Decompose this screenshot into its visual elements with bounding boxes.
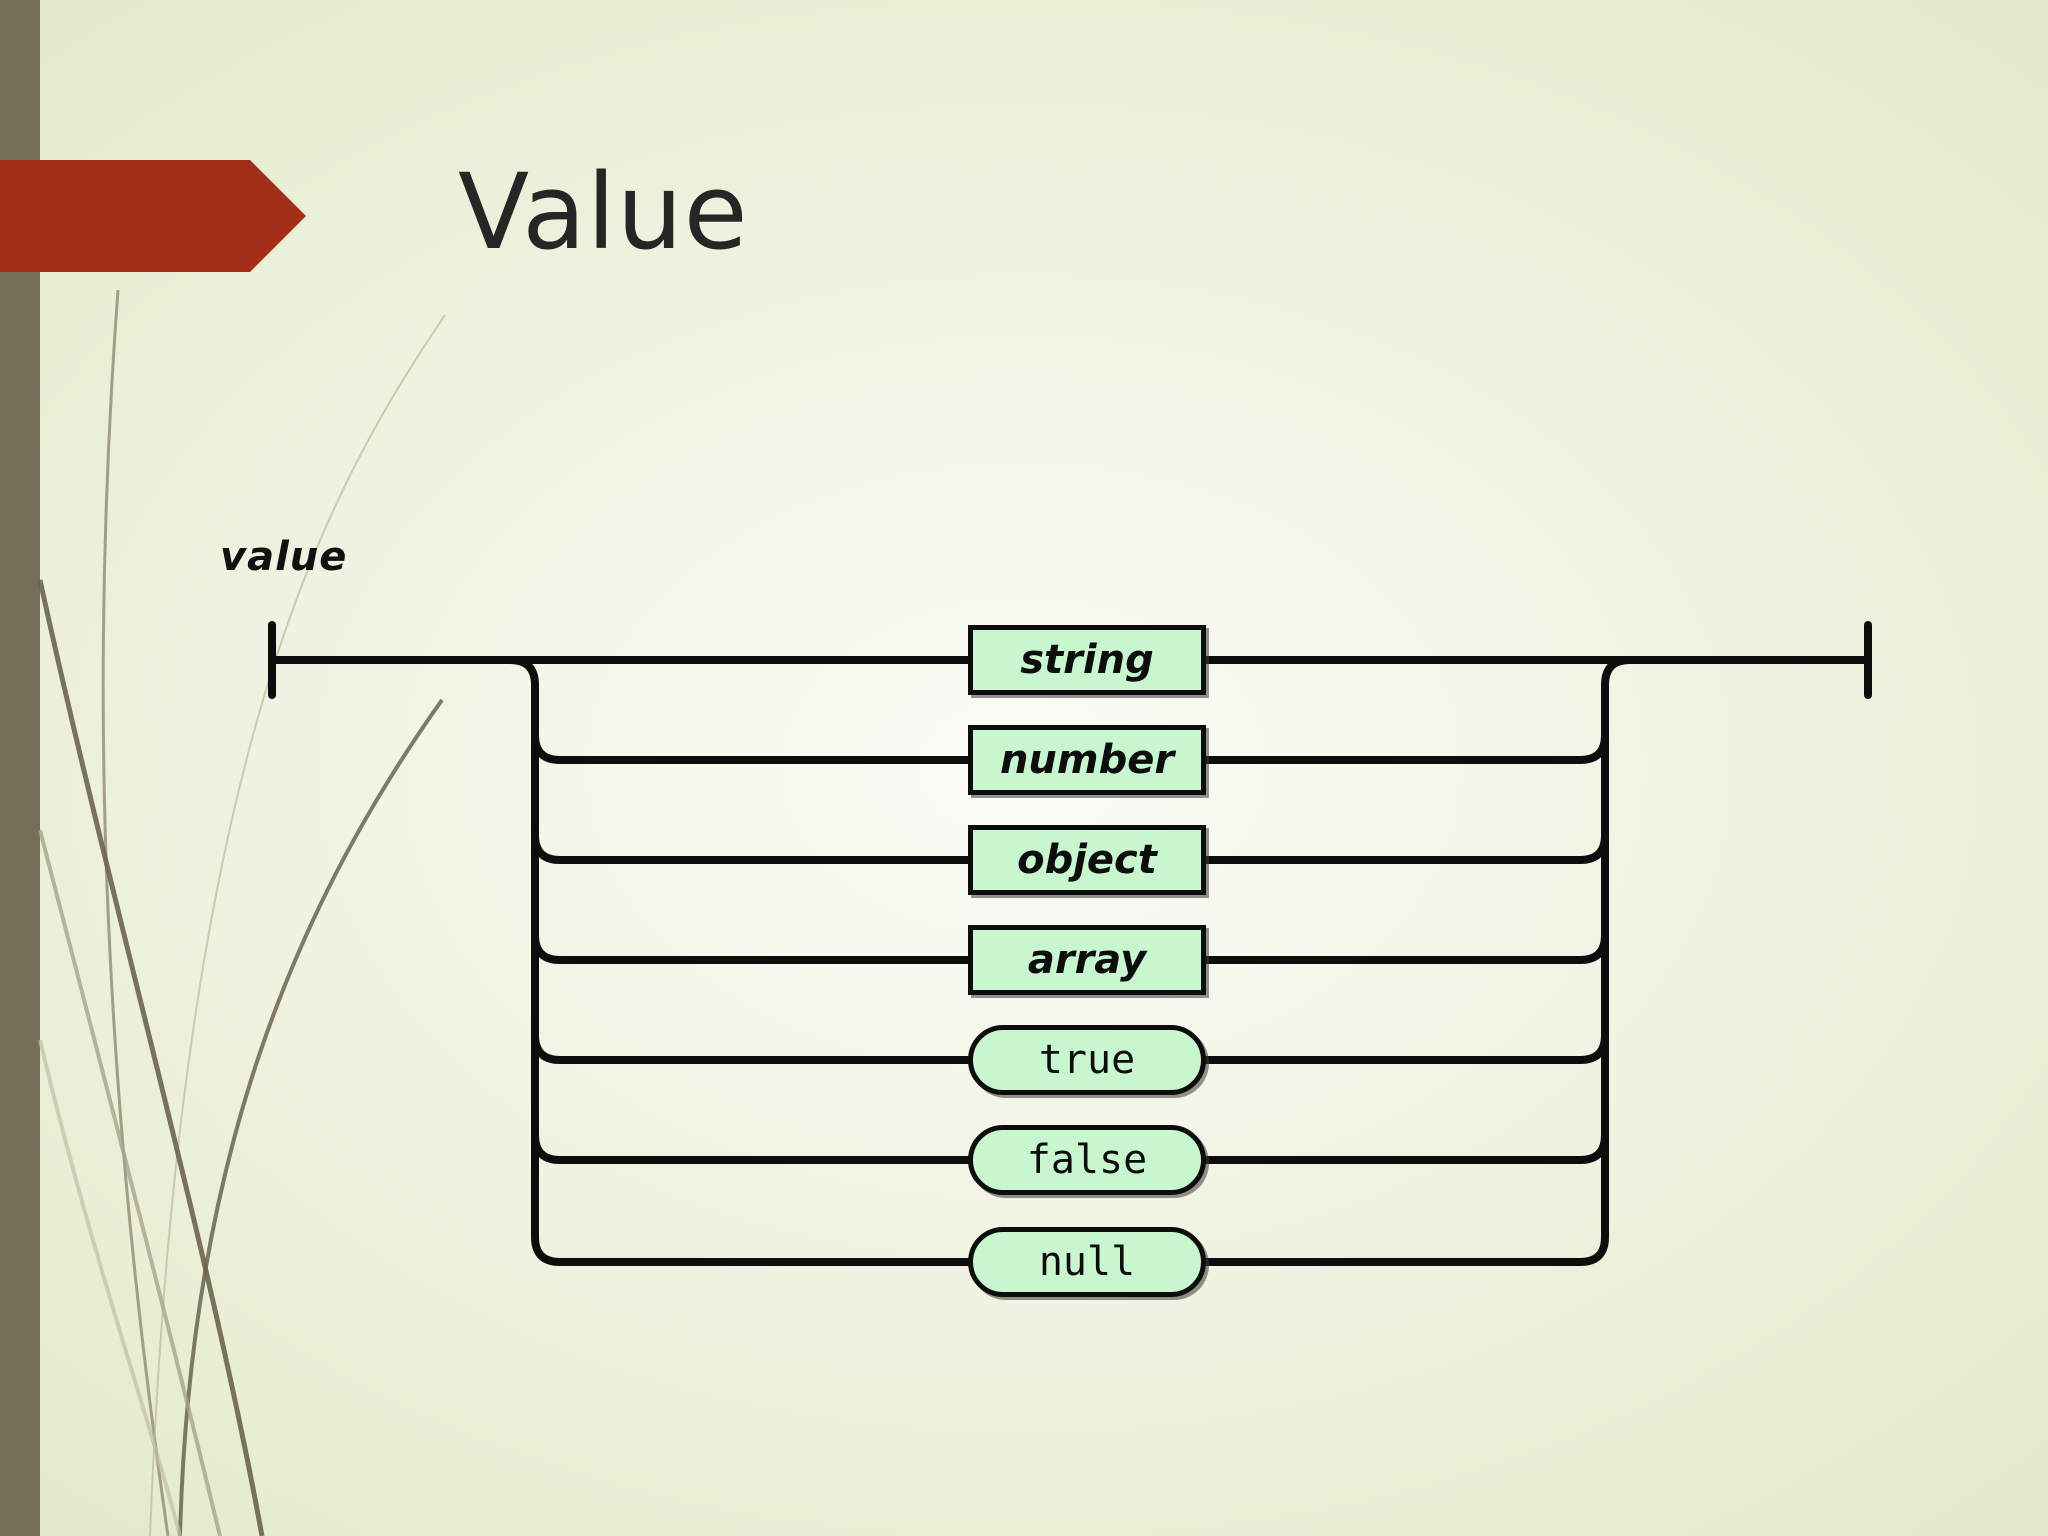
decorative-grass-strokes [37, 289, 446, 1536]
node-number: number [968, 725, 1206, 795]
node-null: null [968, 1227, 1206, 1297]
slide-title: Value [458, 151, 749, 273]
node-array: array [968, 925, 1206, 995]
node-true: true [968, 1025, 1206, 1095]
alt-track-true [531, 1031, 1609, 1064]
node-string: string [968, 625, 1206, 695]
title-accent-arrow [0, 160, 306, 272]
alt-track-number [531, 731, 1609, 764]
alt-track-array [531, 931, 1609, 964]
node-false: false [968, 1125, 1206, 1195]
node-object: object [968, 825, 1206, 895]
diagram-rule-name: value [220, 534, 348, 580]
alt-track-object [531, 831, 1609, 864]
alt-track-false [531, 1131, 1609, 1164]
